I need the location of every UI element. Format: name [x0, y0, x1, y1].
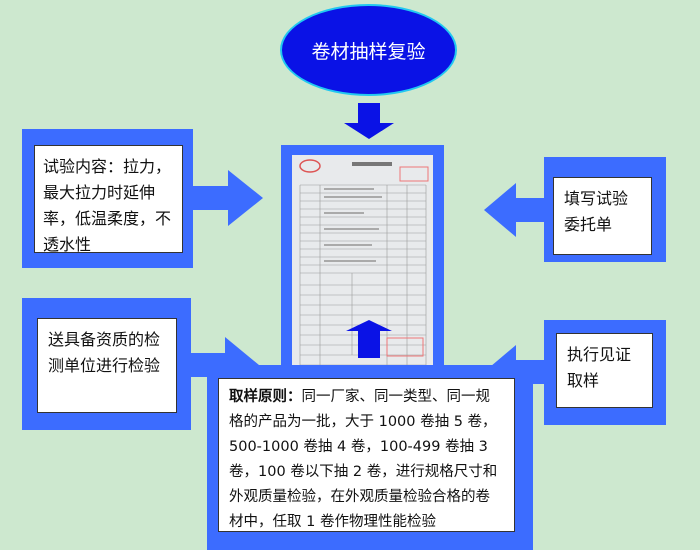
- sampling-principle-text: 同一厂家、同一类型、同一规格的产品为一批，大于 1000 卷抽 5 卷，500-…: [229, 389, 498, 530]
- up-arrow-icon: [346, 320, 392, 358]
- title-ellipse: 卷材抽样复验: [280, 4, 457, 96]
- sampling-principle-box: 取样原则：同一厂家、同一类型、同一规格的产品为一批，大于 1000 卷抽 5 卷…: [218, 378, 515, 532]
- test-content-text: 试验内容：拉力，最大拉力时延伸率，低温柔度，不透水性: [43, 157, 172, 254]
- test-content-box: 试验内容：拉力，最大拉力时延伸率，低温柔度，不透水性: [34, 145, 183, 254]
- witness-sampling-text: 执行见证取样: [567, 345, 632, 390]
- send-lab-text: 送具备资质的检测单位进行检验: [48, 330, 161, 375]
- fill-form-text: 填写试验委托单: [564, 189, 629, 234]
- right-arrow-icon: [193, 170, 263, 226]
- left-arrow-icon: [484, 183, 544, 237]
- title-text: 卷材抽样复验: [311, 40, 426, 63]
- fill-form-box: 填写试验委托单: [553, 177, 652, 255]
- send-lab-box: 送具备资质的检测单位进行检验: [37, 318, 177, 413]
- witness-sampling-box: 执行见证取样: [556, 333, 653, 408]
- sampling-principle-label: 取样原则：: [229, 389, 302, 405]
- down-arrow-icon: [344, 103, 394, 139]
